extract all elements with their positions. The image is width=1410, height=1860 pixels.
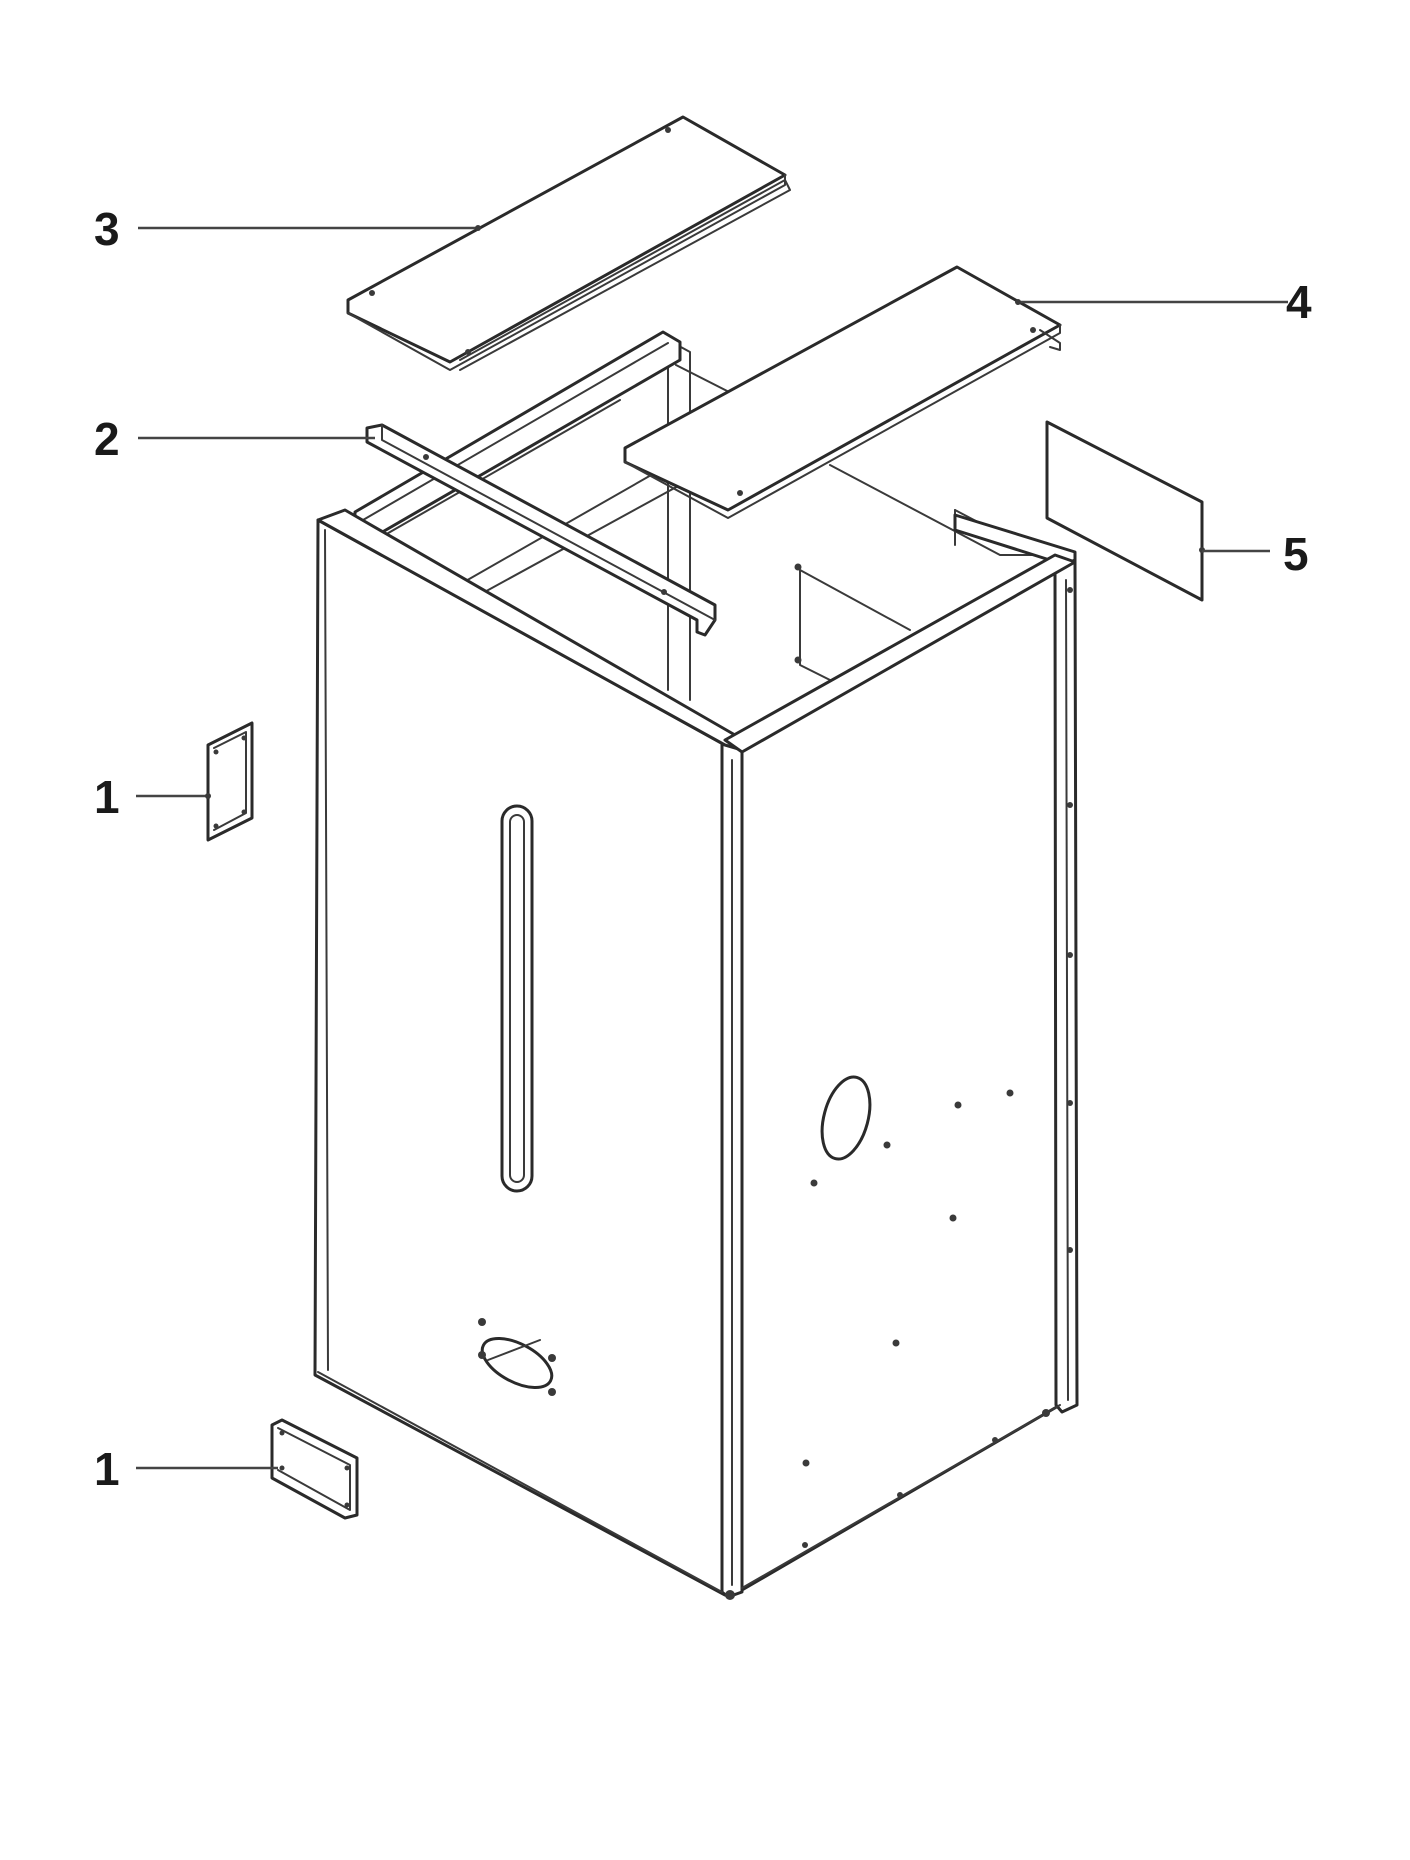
- callout-labels: 3 4 2 5 1 1: [94, 203, 1312, 1495]
- part-3-top-panel: [346, 115, 791, 371]
- rear-post: [1053, 558, 1079, 1414]
- part-4-top-panel: [623, 265, 1062, 519]
- part-1-cover-plate-lower: [270, 1418, 359, 1520]
- handle-slot: [500, 804, 534, 1193]
- callout-5: 5: [1283, 528, 1309, 580]
- callout-1-upper: 1: [94, 771, 120, 823]
- top-front-rails: [316, 508, 1077, 754]
- part-1-cover-plate-upper: [206, 721, 254, 842]
- callout-2: 2: [94, 413, 120, 465]
- callout-3: 3: [94, 203, 120, 255]
- corner-post: [720, 738, 744, 1599]
- callout-1-lower: 1: [94, 1443, 120, 1495]
- cabinet-body: [313, 330, 1079, 1600]
- callout-4: 4: [1286, 276, 1312, 328]
- part-2-cross-bar: [365, 423, 717, 637]
- leader-lines: [136, 225, 1288, 1470]
- left-vent-opening: [478, 1318, 556, 1396]
- right-round-opening: [802, 1075, 1014, 1548]
